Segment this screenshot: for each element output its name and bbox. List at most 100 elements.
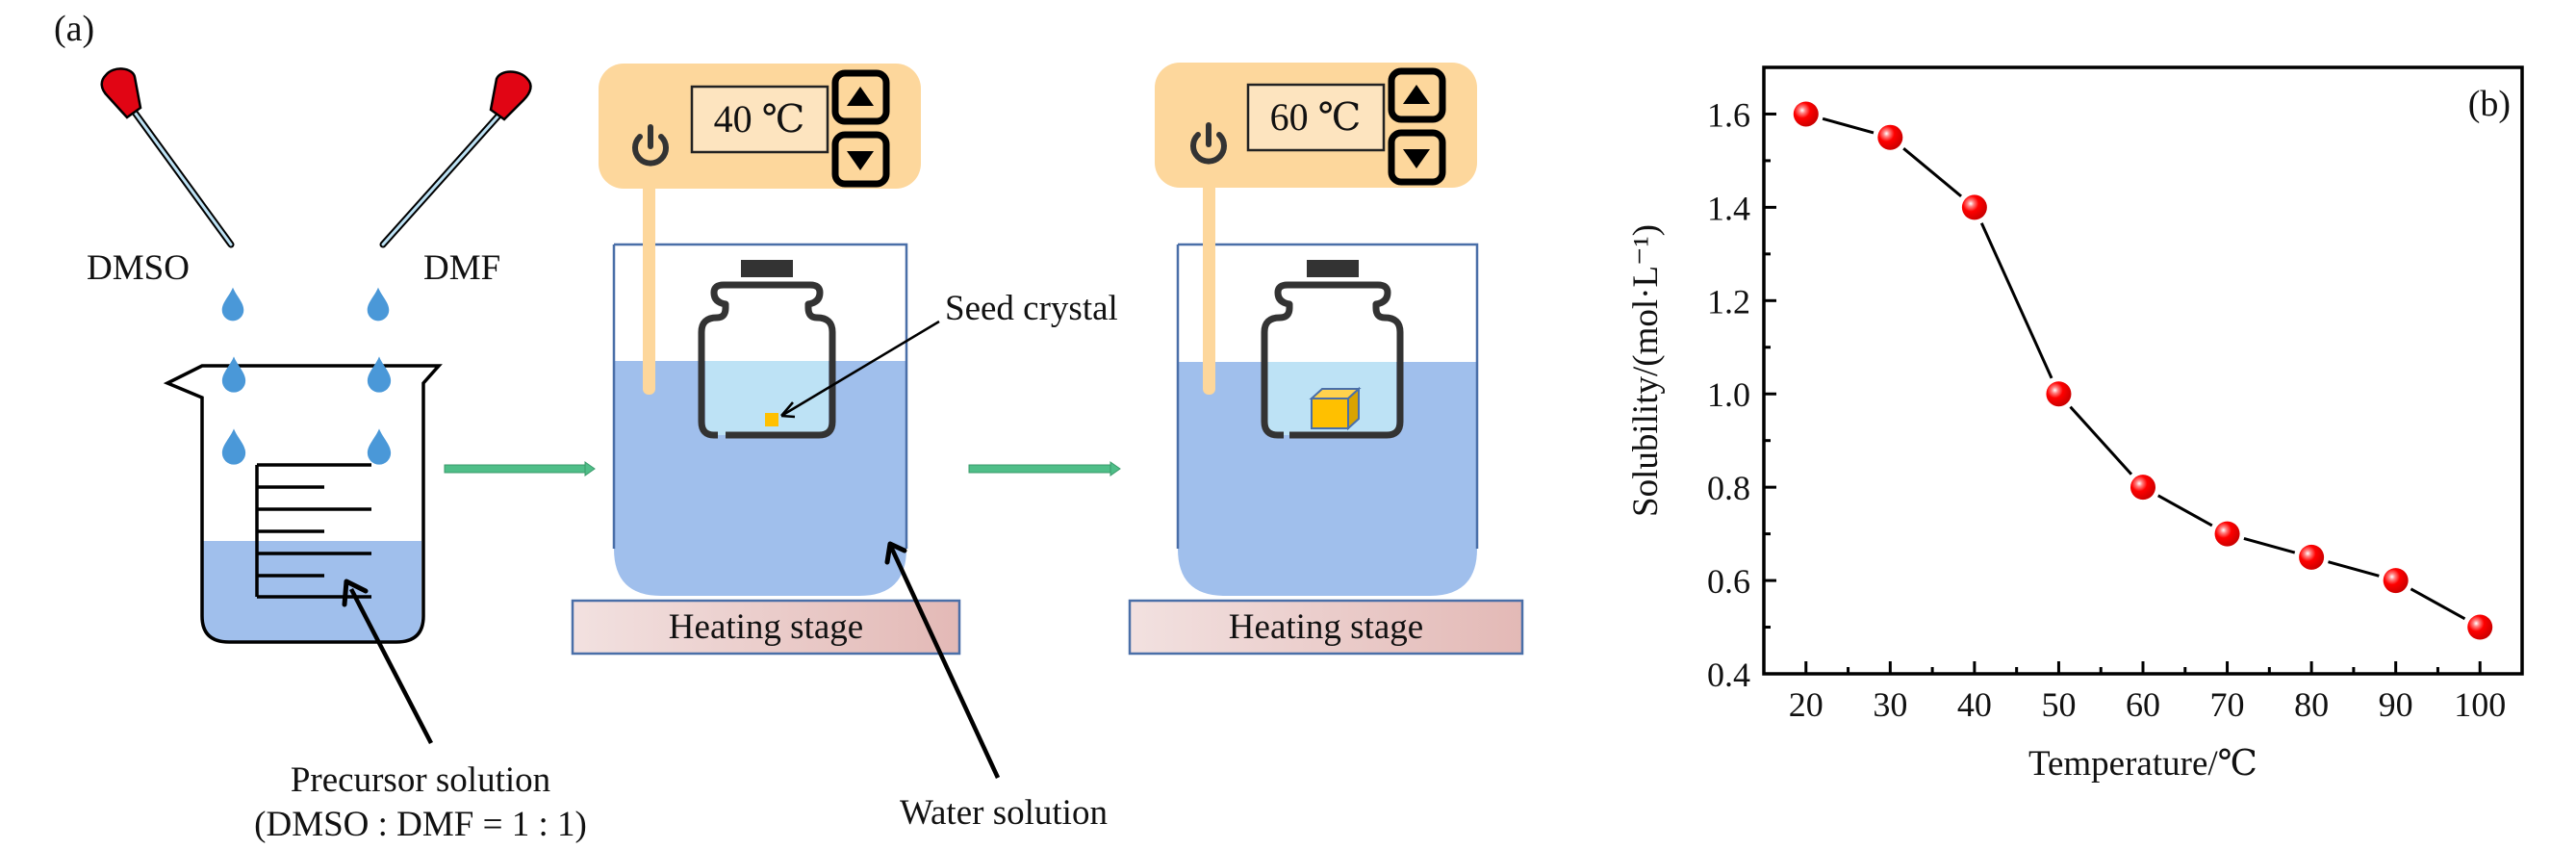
growth-setup-40c: 40 ℃ Heating stage xyxy=(571,64,961,656)
dmso-label: DMSO xyxy=(87,248,190,288)
data-point xyxy=(2214,521,2240,547)
data-point xyxy=(1877,124,1903,150)
x-axis-label: Temperature/℃ xyxy=(2028,744,2257,784)
series-segment xyxy=(2243,536,2296,554)
y-tick-label: 0.8 xyxy=(1707,469,1750,507)
seed-crystal xyxy=(765,413,778,426)
y-axis-label: Solubility/(mol·L⁻¹) xyxy=(1626,224,1666,517)
y-tick-label: 1.2 xyxy=(1707,282,1750,321)
vial-cap xyxy=(1307,260,1359,277)
temperature-up-button[interactable] xyxy=(1388,67,1446,123)
triangle-up-icon xyxy=(847,87,874,106)
temperature-up-button[interactable] xyxy=(831,69,890,125)
x-tick-label: 80 xyxy=(2294,685,2329,724)
triangle-down-icon xyxy=(1403,149,1430,168)
panel-a-label: (a) xyxy=(54,9,94,49)
data-point xyxy=(2383,568,2409,594)
x-tick-label: 20 xyxy=(1789,685,1824,724)
heating-stage xyxy=(571,599,961,656)
water-drop-icon xyxy=(367,356,392,393)
vial-solution xyxy=(705,361,829,435)
water-solution-label: Water solution xyxy=(900,793,1108,833)
vial xyxy=(1261,281,1404,439)
pipette-bulb-icon xyxy=(489,70,532,121)
temperature-display xyxy=(690,85,829,154)
series-segment xyxy=(2157,494,2213,527)
right-arrow-icon xyxy=(444,461,596,476)
solubility-chart: 20 30 40 50 60 70 80 90 100 0.4 0.6 0.8 1.0 1.2 1.4 1.6… xyxy=(1626,65,2524,784)
triangle-up-icon xyxy=(1403,85,1430,104)
water-solution-pointer-arrow xyxy=(884,541,1001,779)
data-point xyxy=(2299,544,2325,570)
pipette-dmso xyxy=(100,67,235,248)
beaker-graduations xyxy=(255,463,371,599)
precursor-pointer-arrow xyxy=(342,579,433,745)
y-tick-label: 1.4 xyxy=(1707,189,1750,227)
data-point xyxy=(1961,194,1987,220)
y-tick-label: 0.6 xyxy=(1707,562,1750,601)
x-tick-label: 50 xyxy=(2041,685,2076,724)
seed-crystal-pointer-arrow xyxy=(780,320,940,419)
temperature-probe xyxy=(643,183,655,395)
heating-stage-label: Heating stage xyxy=(1229,607,1423,647)
tick-labels: 20 30 40 50 60 70 80 90 100 0.4 0.6 0.8 1.0 1.2 1.4 1.6 xyxy=(1707,95,2506,724)
temperature-display xyxy=(1246,83,1386,152)
temperature-down-button[interactable] xyxy=(831,131,890,188)
data-point xyxy=(2467,614,2493,640)
right-arrow-icon xyxy=(968,461,1121,476)
seed-crystal-label: Seed crystal xyxy=(945,289,1118,328)
series-segment xyxy=(2069,405,2133,476)
growth-setup-60c: 60 ℃ Heating stage xyxy=(1128,63,1524,656)
series-segment xyxy=(1902,147,1962,198)
series-markers xyxy=(1793,101,2493,640)
x-tick-label: 90 xyxy=(2379,685,2413,724)
y-tick-label: 0.4 xyxy=(1707,656,1750,694)
data-point xyxy=(1793,101,1819,127)
temperature-probe xyxy=(1203,183,1215,395)
heating-stage xyxy=(1128,599,1524,656)
y-tick-label: 1.0 xyxy=(1707,375,1750,414)
plot-frame xyxy=(1762,65,2524,676)
x-tick-label: 30 xyxy=(1873,685,1907,724)
water-drop-icon xyxy=(367,287,390,322)
series-segment xyxy=(2328,560,2380,578)
x-tick-label: 100 xyxy=(2454,685,2506,724)
x-tick-label: 60 xyxy=(2126,685,2160,724)
x-tick-label: 70 xyxy=(2210,685,2245,724)
water-drop-icon xyxy=(221,287,244,322)
solvent-drops xyxy=(221,287,392,465)
y-tick-label: 1.6 xyxy=(1707,95,1750,134)
data-point xyxy=(2046,381,2072,407)
triangle-down-icon xyxy=(847,151,874,170)
heating-stage-label: Heating stage xyxy=(669,607,863,647)
precursor-solution-liquid xyxy=(202,541,421,642)
pipette-bulb-icon xyxy=(100,67,142,119)
vial xyxy=(698,281,836,439)
temperature-display-value: 40 ℃ xyxy=(714,97,805,141)
series-segment xyxy=(1822,116,1875,135)
temperature-display-value: 60 ℃ xyxy=(1270,95,1362,139)
power-icon[interactable] xyxy=(632,124,669,167)
dmf-label: DMF xyxy=(423,248,500,288)
vial-cap xyxy=(741,260,793,277)
series-segment xyxy=(1979,222,2053,379)
series-line xyxy=(1822,116,2466,621)
power-icon[interactable] xyxy=(1190,122,1227,165)
water-bath-tank xyxy=(612,243,908,549)
precursor-label-line1: Precursor solution xyxy=(291,760,550,800)
pipette-dmf xyxy=(379,70,532,248)
precursor-label-line2: (DMSO : DMF = 1 : 1) xyxy=(254,805,587,844)
series-segment xyxy=(2410,587,2466,621)
temperature-down-button[interactable] xyxy=(1388,129,1446,186)
x-tick-label: 40 xyxy=(1957,685,1992,724)
water-bath-tank xyxy=(1176,243,1479,549)
grown-crystal xyxy=(1309,386,1362,431)
water-drop-icon xyxy=(367,428,392,465)
panel-b-label: (b) xyxy=(2468,84,2511,124)
axis-ticks xyxy=(1764,112,2482,676)
data-point xyxy=(2130,475,2155,501)
beaker xyxy=(163,364,443,644)
water-drop-icon xyxy=(221,356,246,393)
